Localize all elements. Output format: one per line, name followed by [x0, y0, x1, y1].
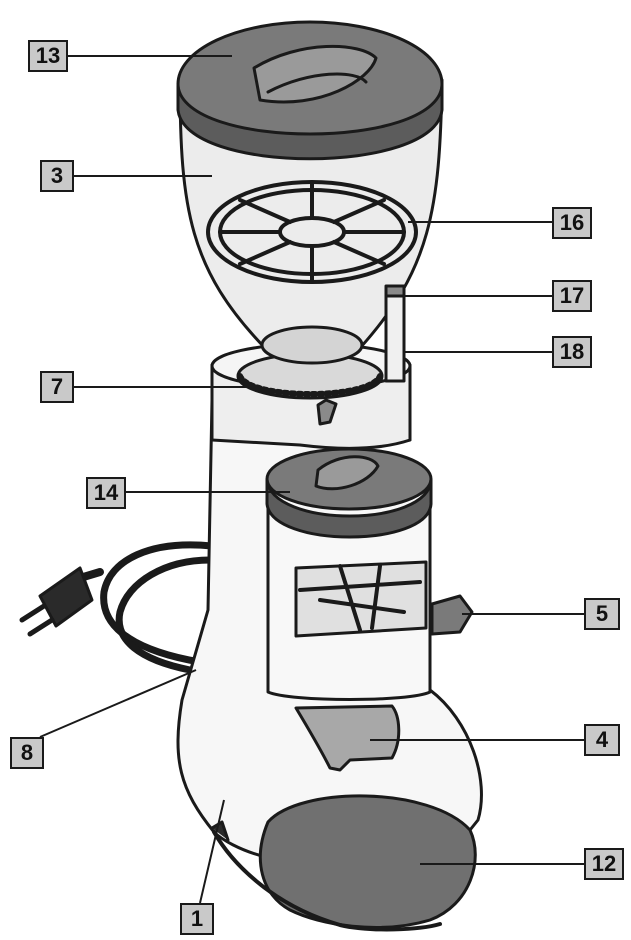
callout-label-14: 14	[86, 477, 126, 509]
hopper-safety-grid	[206, 180, 418, 284]
callout-label-1: 1	[180, 903, 214, 935]
callout-label-18: 18	[552, 336, 592, 368]
callout-label-12: 12	[584, 848, 624, 880]
drip-tray	[258, 794, 477, 929]
callout-label-8: 8	[10, 737, 44, 769]
callout-label-5: 5	[584, 598, 620, 630]
callout-label-3: 3	[40, 160, 74, 192]
portafilter-fork	[294, 704, 401, 772]
power-cord	[19, 541, 216, 674]
callout-lines	[39, 55, 584, 904]
callout-label-4: 4	[584, 724, 620, 756]
callout-label-13: 13	[28, 40, 68, 72]
callout-label-17: 17	[552, 280, 592, 312]
dosing-lever	[430, 594, 474, 636]
lid-sensor-rod	[384, 291, 406, 383]
callout-label-7: 7	[40, 371, 74, 403]
callout-label-16: 16	[552, 207, 592, 239]
